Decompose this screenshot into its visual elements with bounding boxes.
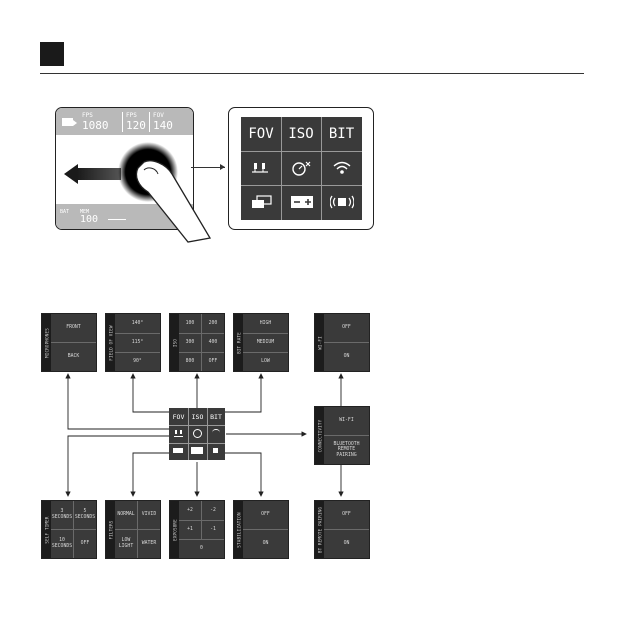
status-bar-top: FPS 1080 FPS 120 FOV 140	[56, 108, 193, 135]
menu-fov[interactable]: FOV	[248, 126, 274, 142]
option-stab-on[interactable]: ON	[262, 541, 269, 547]
panel-title: STABILIZATION	[236, 511, 241, 548]
option-iso-400[interactable]: 400	[208, 339, 218, 345]
small-microphone-icon[interactable]	[174, 430, 183, 437]
option-bt-off[interactable]: OFF	[342, 512, 351, 518]
fov-label: FOV	[153, 112, 164, 119]
panel-title: MICROPHONES	[44, 327, 49, 358]
option-5s[interactable]: 5 SECONDS	[74, 509, 96, 520]
panel-bt-pairing: BT REMOTE PAIRING OFF ON	[314, 500, 370, 559]
header-rule	[40, 73, 584, 74]
panel-connectivity: CONNECTIVITY WI-FI BLUETOOTH REMOTE PAIR…	[314, 406, 370, 465]
panel-title: FIELD OF VIEW	[108, 324, 113, 361]
option-90[interactable]: 90°	[133, 358, 142, 364]
option-wifi-on[interactable]: ON	[343, 354, 350, 360]
panel-title: SELF TIMER	[44, 515, 49, 544]
panel-stabilization: STABILIZATION OFF ON	[233, 500, 289, 559]
small-menu-bit[interactable]: BIT	[210, 412, 222, 421]
option-front[interactable]: FRONT	[66, 325, 81, 331]
panel-title: EXPOSURE	[172, 518, 177, 541]
panel-title: ISO	[172, 338, 177, 347]
panel-iso: ISO 100 200 300 400 800 OFF	[169, 313, 225, 372]
option-10s[interactable]: 10 SECONDS	[51, 538, 73, 549]
small-timer-icon[interactable]	[193, 429, 202, 438]
option-timer-off[interactable]: OFF	[80, 541, 90, 547]
small-menu-iso[interactable]: ISO	[191, 412, 204, 421]
fov-value: 140	[153, 119, 173, 132]
option-bluetooth-pairing[interactable]: BLUETOOTH REMOTE PAIRING	[333, 441, 360, 458]
option-low[interactable]: LOW	[261, 358, 270, 364]
camera-icon	[62, 118, 73, 126]
panel-title: BT REMOTE PAIRING	[317, 506, 322, 553]
panel-exposure: EXPOSURE +2 -2 +1 -1 0	[169, 500, 225, 559]
option-minus1[interactable]: -1	[210, 526, 216, 532]
battery-label: BAT	[60, 209, 70, 215]
option-wifi-off[interactable]: OFF	[342, 325, 351, 331]
option-minus2[interactable]: -2	[210, 507, 216, 513]
option-normal[interactable]: NORMAL	[117, 512, 135, 518]
option-low-light[interactable]: LOW LIGHT	[118, 538, 134, 549]
option-plus2[interactable]: +2	[187, 507, 193, 513]
option-stab-off[interactable]: OFF	[261, 512, 270, 518]
stabilization-icon[interactable]	[330, 195, 354, 209]
option-iso-200[interactable]: 200	[208, 320, 218, 326]
section-marker	[40, 42, 64, 66]
panel-title: BIT RATE	[236, 331, 241, 354]
panel-title: WI-FI	[317, 335, 322, 350]
option-iso-300[interactable]: 300	[185, 339, 195, 345]
small-wifi-icon[interactable]	[212, 429, 220, 436]
small-menu-fov[interactable]: FOV	[172, 412, 185, 421]
wifi-icon[interactable]	[332, 160, 352, 176]
panel-wifi: WI-FI OFF ON	[314, 313, 370, 372]
option-140[interactable]: 140°	[131, 320, 144, 326]
menu-iso[interactable]: ISO	[288, 126, 314, 142]
option-zero[interactable]: 0	[200, 545, 203, 551]
menu-bit[interactable]: BIT	[328, 126, 355, 142]
option-back[interactable]: BACK	[67, 354, 80, 360]
resolution-label: FPS	[82, 112, 93, 119]
option-115[interactable]: 115°	[131, 339, 144, 345]
panel-fov: FIELD OF VIEW 140° 115° 90°	[105, 313, 161, 372]
swipe-arrow-icon	[64, 164, 78, 184]
option-iso-off[interactable]: OFF	[208, 358, 218, 364]
option-water[interactable]: WATER	[141, 541, 157, 547]
finger-swipe-icon	[118, 142, 212, 243]
microphone-icon[interactable]	[252, 161, 270, 175]
option-3s[interactable]: 3 SECONDS	[51, 509, 73, 520]
option-iso-800[interactable]: 800	[185, 358, 195, 364]
small-exposure-icon[interactable]	[191, 447, 203, 454]
panel-microphones: MICROPHONES FRONT BACK	[41, 313, 97, 372]
option-bt-on[interactable]: ON	[343, 541, 350, 547]
panel-selftimer: SELF TIMER 3 SECONDS 5 SECONDS 10 SECOND…	[41, 500, 97, 559]
option-vivid[interactable]: VIVID	[141, 512, 157, 518]
fps-label: FPS	[126, 112, 137, 119]
option-high[interactable]: HIGH	[259, 320, 272, 326]
memory-label: MEM	[80, 209, 90, 215]
small-stabilization-icon[interactable]	[213, 448, 218, 453]
small-menu: FOV ISO BIT	[169, 408, 225, 460]
resolution-value: 1080	[82, 119, 109, 132]
option-iso-100[interactable]: 100	[185, 320, 195, 326]
self-timer-icon[interactable]	[292, 160, 312, 176]
fps-value: 120	[126, 119, 146, 132]
panel-title: CONNECTIVITY	[317, 419, 322, 452]
filters-icon[interactable]	[251, 195, 273, 209]
exposure-icon[interactable]	[290, 194, 314, 210]
option-wifi[interactable]: WI-FI	[339, 418, 354, 424]
panel-filters: FILTERS NORMAL VIVID LOW LIGHT WATER	[105, 500, 161, 559]
panel-title: FILTERS	[108, 519, 113, 540]
small-filters-icon[interactable]	[173, 448, 183, 453]
menu-screen: FOV ISO BIT	[228, 107, 374, 230]
memory-value: 100	[80, 214, 99, 225]
panel-bitrate: BIT RATE HIGH MEDIUM LOW	[233, 313, 289, 372]
option-medium[interactable]: MEDIUM	[256, 339, 275, 345]
option-plus1[interactable]: +1	[187, 526, 193, 532]
